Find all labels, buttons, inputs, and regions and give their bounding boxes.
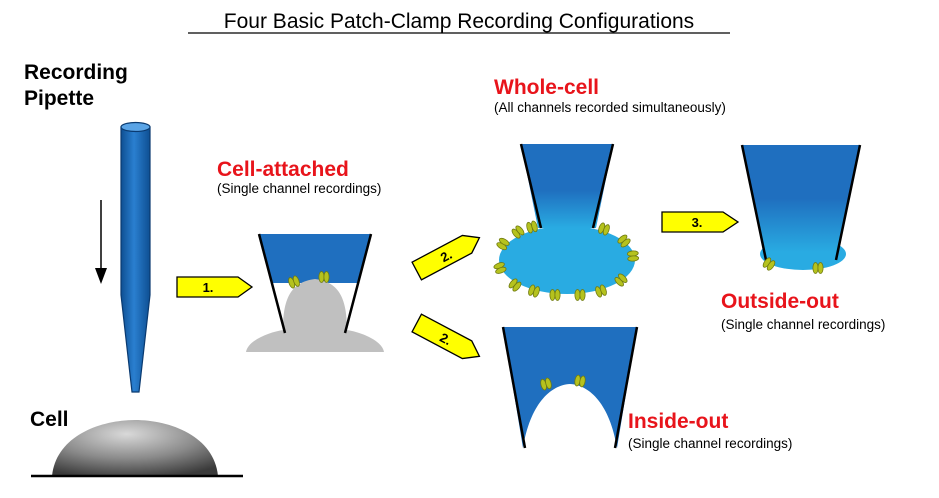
step-2-arrow-inside-out: 2. [411,313,481,360]
inside-out-sublabel: (Single channel recordings) [628,436,792,451]
cell-dome [52,420,218,476]
outside-out-sublabel: (Single channel recordings) [721,317,885,332]
inside-out-label: Inside-out [628,410,728,433]
step-1-label: 1. [203,280,214,295]
pipette-label-line2: Pipette [24,87,94,110]
recording-pipette [120,121,151,393]
cell-attached-label: Cell-attached [217,158,349,181]
step-2-arrow-whole-cell: 2. [411,234,481,281]
step-3-arrow: 3. [661,211,740,233]
step-3-label: 3. [692,215,703,230]
cell-attached-sublabel: (Single channel recordings) [217,181,381,196]
cell-attached-illustration [246,233,384,352]
diagram-title: Four Basic Patch-Clamp Recording Configu… [224,10,694,33]
cell-label: Cell [30,408,69,431]
down-arrow-icon [95,200,107,284]
outside-out-label: Outside-out [721,290,839,313]
whole-cell-illustration [492,143,640,301]
step-1-arrow: 1. [176,276,254,298]
pipette-label-line1: Recording [24,61,128,84]
outside-out-illustration [740,144,862,274]
inside-out-illustration [501,326,639,449]
whole-cell-sublabel: (All channels recorded simultaneously) [494,100,726,115]
whole-cell-label: Whole-cell [494,76,599,99]
